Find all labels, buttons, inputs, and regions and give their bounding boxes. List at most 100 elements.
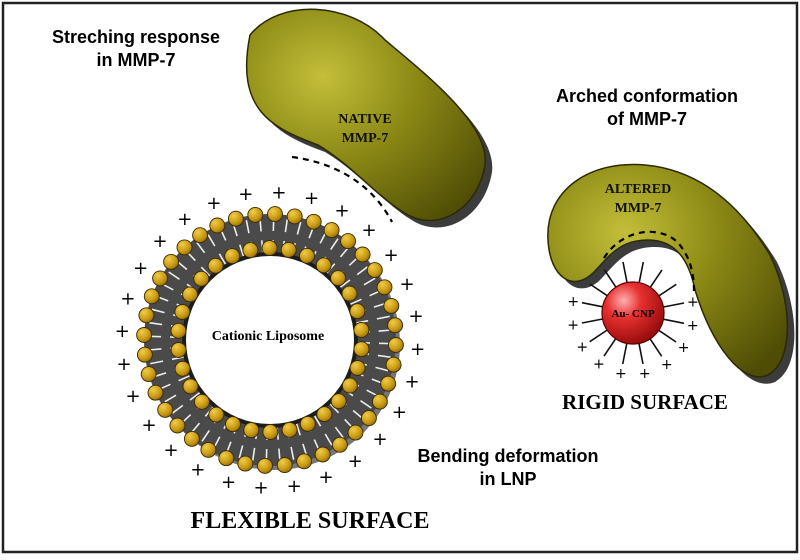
positive-charge: + <box>125 386 140 407</box>
positive-charge: + <box>238 184 253 205</box>
inner-lipid-head <box>350 304 365 319</box>
outer-lipid-head <box>219 451 234 466</box>
rigid-surface-label: RIGID SURFACE <box>562 390 728 414</box>
inner-lipid-head <box>282 422 297 437</box>
outer-lipid-head <box>348 425 363 440</box>
altered-protein-label-line2: MMP-7 <box>615 201 662 216</box>
positive-charge: + <box>271 182 286 203</box>
outer-lipid-head <box>332 437 347 452</box>
outer-lipid-head <box>341 234 356 249</box>
inner-lipid-head <box>300 416 315 431</box>
outer-lipid-head <box>141 367 156 382</box>
outer-lipid-head <box>158 402 173 417</box>
outer-lipid-head <box>324 223 339 238</box>
outer-lipid-head <box>184 431 199 446</box>
outer-lipid-head <box>248 207 263 222</box>
positive-charge: + <box>221 472 236 493</box>
inner-lipid-head <box>171 343 186 358</box>
bending-label-line2: in LNP <box>480 469 537 489</box>
outer-lipid-head <box>381 376 396 391</box>
positive-charge: + <box>383 245 398 266</box>
stretching-label-line2: in MMP-7 <box>97 50 176 70</box>
positive-charge: + <box>392 402 407 423</box>
outer-lipid-head <box>297 454 312 469</box>
outer-lipid-head <box>137 347 152 362</box>
positive-charge: + <box>120 289 135 310</box>
altered-protein-label-line1: ALTERED <box>605 182 671 197</box>
outer-lipid-head <box>306 214 321 229</box>
outer-lipid-head <box>144 289 159 304</box>
positive-charge: + <box>399 274 414 295</box>
positive-charge: + <box>615 366 627 382</box>
inner-lipid-head <box>342 378 357 393</box>
outer-lipid-head <box>228 211 243 226</box>
positive-charge: + <box>661 357 673 373</box>
outer-lipid-head <box>287 209 302 224</box>
inner-lipid-head <box>350 361 365 376</box>
outer-lipid-head <box>193 228 208 243</box>
inner-lipid-head <box>194 394 209 409</box>
positive-charge: + <box>206 193 221 214</box>
positive-charge: + <box>152 231 167 252</box>
positive-charge: + <box>678 340 690 356</box>
positive-charge: + <box>639 366 651 382</box>
outer-lipid-head <box>153 271 168 286</box>
outer-lipid-head <box>258 458 273 473</box>
inner-lipid-head <box>244 423 259 438</box>
positive-charge: + <box>567 294 579 310</box>
inner-lipid-head <box>262 241 277 256</box>
inner-lipid-head <box>183 379 198 394</box>
inner-lipid-head <box>317 407 332 422</box>
positive-charge: + <box>115 321 130 342</box>
positive-charge: + <box>116 354 131 375</box>
outer-lipid-head <box>238 456 253 471</box>
outer-lipid-head <box>164 254 179 269</box>
outer-lipid-head <box>367 263 382 278</box>
arched-label-line2: of MMP-7 <box>607 109 687 129</box>
inner-lipid-head <box>225 249 240 264</box>
positive-charge: + <box>576 340 588 356</box>
positive-charge: + <box>287 476 302 497</box>
outer-lipid-head <box>137 328 152 343</box>
inner-lipid-head <box>354 323 369 338</box>
outer-lipid-head <box>177 240 192 255</box>
native-protein-label-line1: NATIVE <box>338 112 391 127</box>
outer-lipid-head <box>268 207 283 222</box>
positive-charge: + <box>408 306 423 327</box>
liposome-label: Cationic Liposome <box>212 329 324 344</box>
positive-charge: + <box>593 357 605 373</box>
inner-lipid-head <box>208 258 223 273</box>
positive-charge: + <box>254 478 269 499</box>
outer-lipid-head <box>139 308 154 323</box>
inner-lipid-head <box>316 258 331 273</box>
outer-lipid-head <box>170 418 185 433</box>
inner-lipid-head <box>183 287 198 302</box>
outer-lipid-head <box>384 298 399 313</box>
inner-lipid-head <box>281 242 296 257</box>
flexible-surface-label: FLEXIBLE SURFACE <box>191 508 430 534</box>
native-protein-label-line2: MMP-7 <box>342 131 389 146</box>
inner-lipid-head <box>226 417 241 432</box>
outer-lipid-head <box>277 458 292 473</box>
outer-lipid-head <box>372 394 387 409</box>
positive-charge: + <box>348 451 363 472</box>
inner-lipid-head <box>171 323 186 338</box>
positive-charge: + <box>687 294 699 310</box>
outer-lipid-head <box>388 338 403 353</box>
nanoparticle-label: Au- CNP <box>611 308 654 320</box>
positive-charge: + <box>141 415 156 436</box>
inner-lipid-head <box>331 394 346 409</box>
positive-charge: + <box>133 258 148 279</box>
positive-charge: + <box>335 201 350 222</box>
outer-lipid-head <box>201 442 216 457</box>
outer-lipid-head <box>315 447 330 462</box>
inner-lipid-head <box>300 248 315 263</box>
positive-charge: + <box>304 188 319 209</box>
inner-lipid-head <box>354 342 369 357</box>
positive-charge: + <box>410 339 425 360</box>
outer-lipid-head <box>361 411 376 426</box>
positive-charge: + <box>177 209 192 230</box>
inner-lipid-head <box>175 361 190 376</box>
